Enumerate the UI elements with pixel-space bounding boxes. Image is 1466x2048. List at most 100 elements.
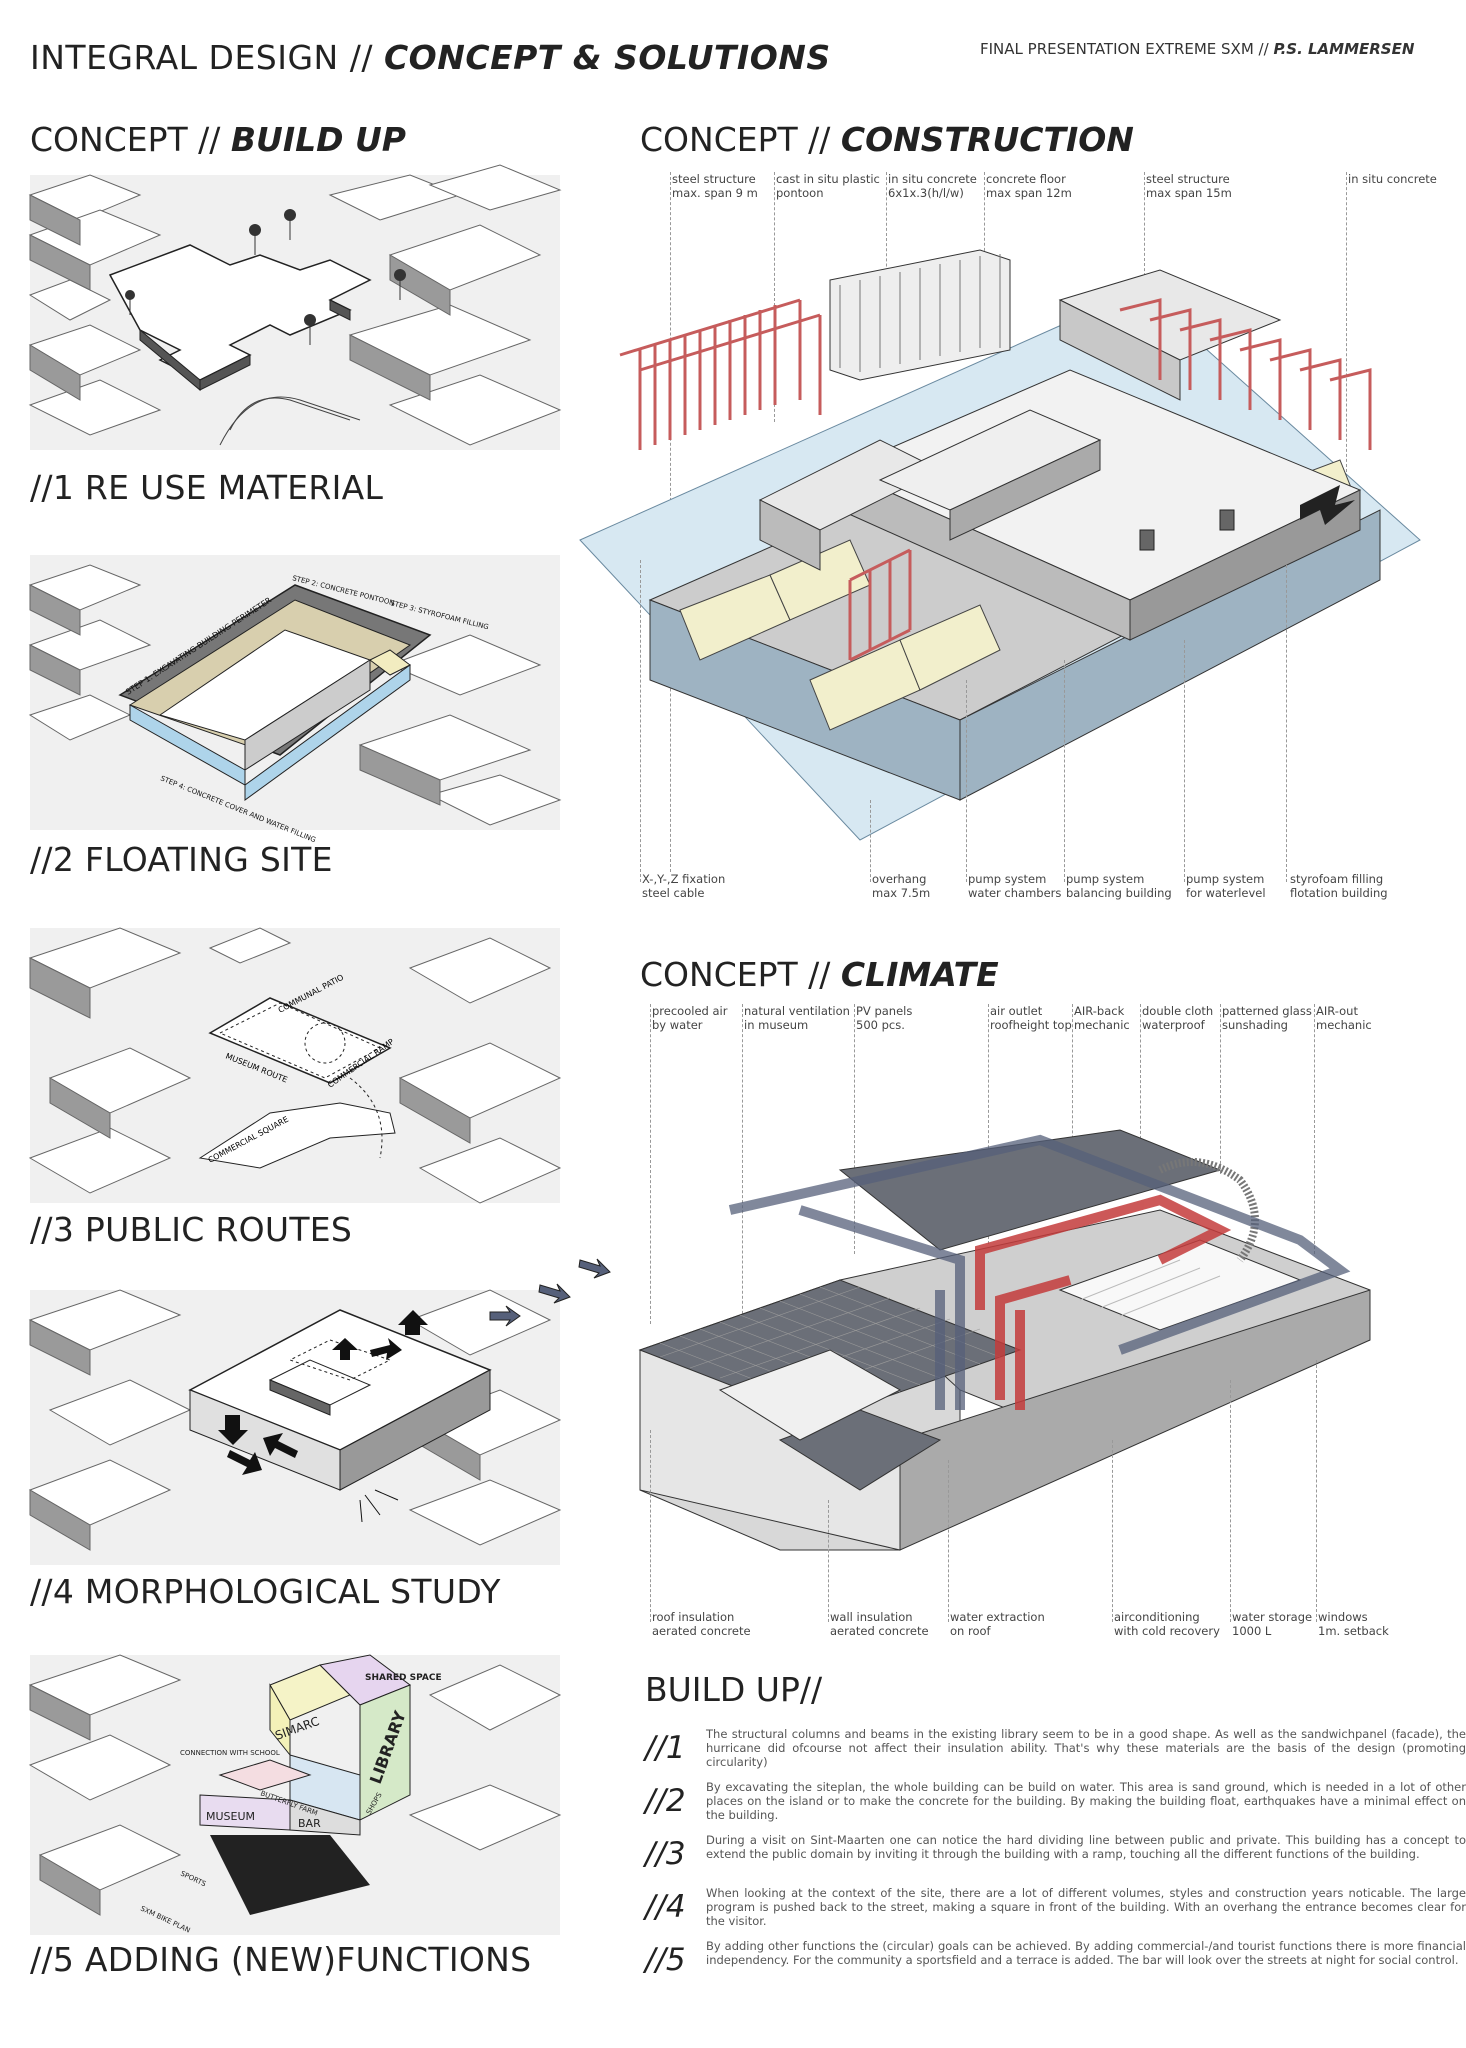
build-up-item-text: When looking at the context of the site,… (706, 1886, 1466, 1928)
construction-label-styrofoam: styrofoam filling flotation building (1290, 872, 1388, 900)
build-up-item-number: //1 (645, 1730, 686, 1766)
climate-label-natural-ventilation: natural ventilation in museum (744, 1004, 850, 1032)
leader-line (1144, 172, 1145, 352)
climate-label-pv-panels: PV panels 500 pcs. (856, 1004, 913, 1032)
note-connection-school: CONNECTION WITH SCHOOL (180, 1749, 280, 1757)
step-2-label: //2 FLOATING SITE (30, 840, 333, 879)
construction-label-steel-15m: steel structure max span 15m (1146, 172, 1232, 200)
construction-label-insitu-concrete: in situ concrete 6x1x.3(h/l/w) (888, 172, 977, 200)
page-title: INTEGRAL DESIGN // CONCEPT & SOLUTIONS (30, 38, 831, 77)
climate-label-double-cloth: double cloth waterproof (1142, 1004, 1214, 1032)
pump-icon (1219, 509, 1235, 531)
build-up-text-heading: BUILD UP// (645, 1670, 823, 1709)
build-up-heading-bold: BUILD UP (230, 120, 406, 159)
climate-label-airconditioning: airconditioning with cold recovery (1114, 1610, 1220, 1638)
climate-label-air-out: AIR-out mechanic (1316, 1004, 1372, 1032)
climate-label-windows: windows 1m. setback (1318, 1610, 1389, 1638)
floating-site-axonometric: STEP 1: EXCAVATING BUILDING PERIMETER ST… (28, 555, 562, 844)
leader-line (640, 560, 641, 882)
page-title-bold: CONCEPT & SOLUTIONS (383, 38, 831, 77)
airflow-arrow-icon (578, 1258, 611, 1279)
leader-line (828, 1500, 829, 1622)
construction-label-pump-balancing: pump system balancing building (1066, 872, 1172, 900)
construction-axonometric (579, 249, 1421, 841)
panel-floating-site: STEP 1: EXCAVATING BUILDING PERIMETER ST… (28, 555, 562, 844)
build-up-heading-plain: CONCEPT // (30, 120, 231, 159)
leader-line (1064, 660, 1065, 882)
step-1-label: //1 RE USE MATERIAL (30, 468, 384, 507)
build-up-item-number: //2 (645, 1783, 686, 1819)
construction-label-fixation: X-,Y-,Z fixation steel cable (642, 872, 726, 900)
climate-label-air-outlet: air outlet roofheight top (990, 1004, 1072, 1032)
leader-line (966, 680, 967, 882)
credit-author: P.S. LAMMERSEN (1273, 40, 1415, 58)
construction-label-steel-9m: steel structure max. span 9 m (672, 172, 758, 200)
reuse-material-axonometric (28, 164, 562, 450)
leader-line (1346, 172, 1347, 472)
leader-line (1230, 1380, 1231, 1622)
arrow-icon (1300, 485, 1355, 525)
build-up-item-text: By excavating the siteplan, the whole bu… (706, 1780, 1466, 1822)
panel-adding-functions: SIMARC SHARED SPACE LIBRARY CONNECTION W… (28, 1654, 562, 1935)
climate-label-precooled-air: precooled air by water (652, 1004, 728, 1032)
build-up-item-text: The structural columns and beams in the … (706, 1727, 1466, 1769)
presentation-credit: FINAL PRESENTATION EXTREME SXM // P.S. L… (980, 40, 1414, 58)
climate-label-water-extraction: water extraction on roof (950, 1610, 1045, 1638)
leader-line (1220, 1004, 1221, 1174)
panel-morphological-study (28, 1289, 562, 1565)
note-bar: BAR (298, 1817, 321, 1830)
climate-label-roof-insulation: roof insulation aerated concrete (652, 1610, 751, 1638)
climate-heading: CONCEPT // CLIMATE (640, 955, 999, 994)
leader-line (742, 1004, 743, 1344)
construction-label-pump-waterlevel: pump system for waterlevel (1186, 872, 1266, 900)
build-up-item-text: During a visit on Sint-Maarten one can n… (706, 1833, 1466, 1861)
leader-line (1184, 640, 1185, 882)
build-up-item-number: //5 (645, 1942, 686, 1978)
step-3-label: //3 PUBLIC ROUTES (30, 1210, 353, 1249)
credit-plain: FINAL PRESENTATION EXTREME SXM // (980, 40, 1274, 58)
construction-heading-plain: CONCEPT // (640, 120, 841, 159)
leader-line (774, 172, 775, 422)
climate-heading-plain: CONCEPT // (640, 955, 841, 994)
public-routes-axonometric: COMMUNAL PATIO MUSEUM ROUTE COMMERCIAL R… (28, 927, 562, 1204)
build-up-item-text: By adding other functions the (circular)… (706, 1939, 1466, 1967)
leader-line (886, 172, 887, 302)
leader-line (650, 1004, 651, 1324)
leader-line (1112, 1440, 1113, 1622)
ducts-warm (975, 1194, 1232, 1410)
panel-reuse-material (28, 164, 562, 450)
construction-label-overhang: overhang max 7.5m (872, 872, 931, 900)
note-shared-space: SHARED SPACE (365, 1673, 442, 1683)
pump-icon (1139, 529, 1155, 551)
leader-line (870, 800, 871, 882)
construction-heading-bold: CONSTRUCTION (840, 120, 1134, 159)
note-museum: MUSEUM (206, 1810, 255, 1823)
leader-line (854, 1004, 855, 1254)
leader-line (1314, 1004, 1315, 1254)
morphological-study-axonometric (28, 1289, 562, 1565)
build-up-heading: CONCEPT // BUILD UP (30, 120, 406, 159)
airflow-arrow-icon (489, 1305, 521, 1327)
build-up-item-number: //4 (645, 1889, 686, 1925)
leader-line (650, 1430, 651, 1622)
construction-label-pontoon: cast in situ plastic pontoon (776, 172, 880, 200)
construction-label-insitu-concrete-2: in situ concrete (1348, 172, 1437, 186)
construction-label-pump-chambers: pump system water chambers (968, 872, 1062, 900)
step-5-label: //5 ADDING (NEW)FUNCTIONS (30, 1940, 532, 1979)
leader-line (1140, 1004, 1141, 1144)
panel-public-routes: COMMUNAL PATIO MUSEUM ROUTE COMMERCIAL R… (28, 927, 562, 1204)
airflow-arrow-icon (538, 1283, 571, 1304)
climate-label-wall-insulation: wall insulation aerated concrete (830, 1610, 929, 1638)
climate-heading-bold: CLIMATE (840, 955, 999, 994)
leader-line (1072, 1004, 1073, 1184)
adding-functions-axonometric: SIMARC SHARED SPACE LIBRARY CONNECTION W… (28, 1654, 562, 1935)
climate-label-air-back: AIR-back mechanic (1074, 1004, 1130, 1032)
page-title-plain: INTEGRAL DESIGN // (30, 38, 384, 77)
climate-label-water-storage: water storage 1000 L (1232, 1610, 1313, 1638)
leader-line (1316, 1360, 1317, 1622)
build-up-item-number: //3 (645, 1836, 686, 1872)
step-4-label: //4 MORPHOLOGICAL STUDY (30, 1572, 501, 1611)
leader-line (988, 1004, 989, 1244)
ducts-cold (728, 1134, 1351, 1410)
leader-line (948, 1460, 949, 1622)
